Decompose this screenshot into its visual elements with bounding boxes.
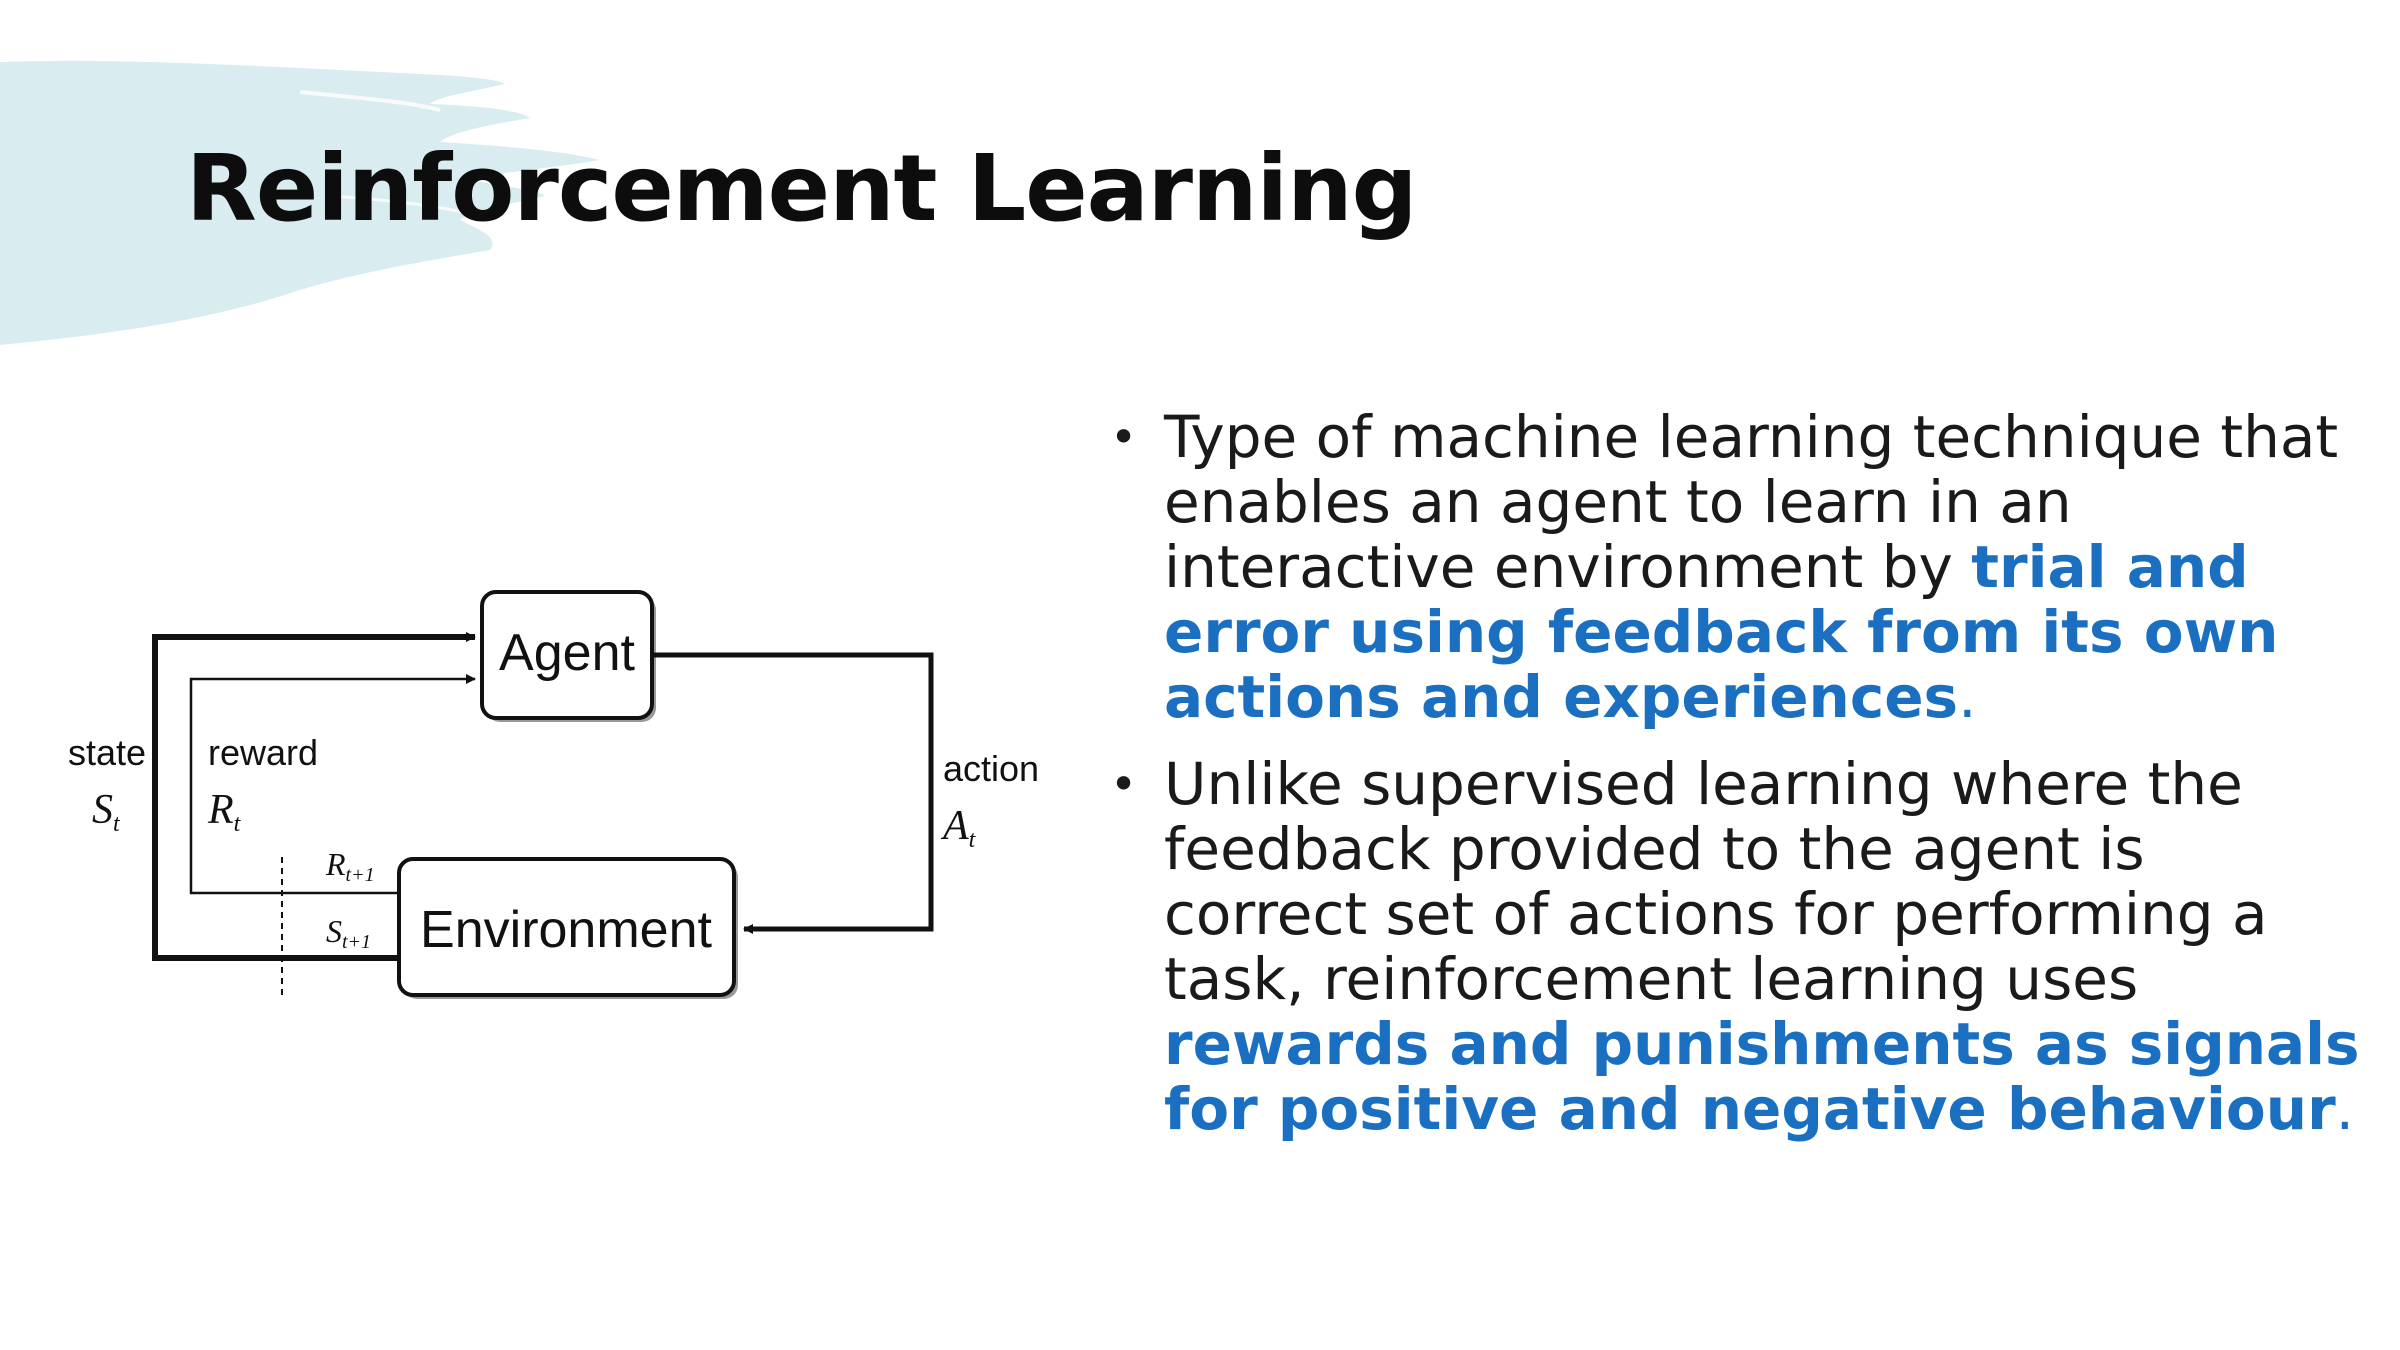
next-state-symbol: St+1: [326, 913, 371, 953]
agent-label: Agent: [499, 624, 635, 682]
bullet-highlight: rewards and punishments as signals for p…: [1164, 1010, 2360, 1143]
state-label: state: [68, 732, 146, 773]
environment-box: Environment: [397, 857, 738, 999]
bullet-marker: •: [1110, 410, 1138, 464]
action-label: action: [943, 748, 1039, 789]
bullet-text: Type of machine learning technique that …: [1164, 403, 2339, 601]
bullet-item-rl-definition: • Type of machine learning technique that…: [1110, 405, 2360, 730]
brush-stroke-decoration: [0, 60, 600, 345]
bullet-period: .: [1958, 663, 1977, 731]
environment-label: Environment: [420, 901, 712, 959]
state-symbol: St: [92, 787, 121, 837]
bullet-list: • Type of machine learning technique that…: [1110, 405, 2360, 1164]
next-reward-symbol: Rt+1: [325, 846, 375, 886]
bullet-item-vs-supervised: • Unlike supervised learning where the fe…: [1110, 752, 2360, 1142]
action-symbol: At: [940, 803, 977, 853]
bullet-highlight: trial and error using feedback from its …: [1164, 533, 2279, 731]
action-arrow: [652, 652, 934, 934]
bullet-text: Unlike supervised learning where the fee…: [1164, 750, 2268, 1013]
rl-loop-diagram: Agent Environment state St reward Rt act…: [68, 590, 1039, 1000]
agent-box: Agent: [480, 590, 656, 722]
slide-title: Reinforcement Learning: [186, 135, 1417, 242]
reward-symbol: Rt: [207, 787, 242, 837]
state-arrow: [152, 632, 476, 961]
bullet-marker: •: [1110, 757, 1138, 811]
reward-label: reward: [208, 732, 318, 773]
bullet-period: .: [2335, 1075, 2355, 1143]
reward-arrow: [189, 674, 476, 895]
